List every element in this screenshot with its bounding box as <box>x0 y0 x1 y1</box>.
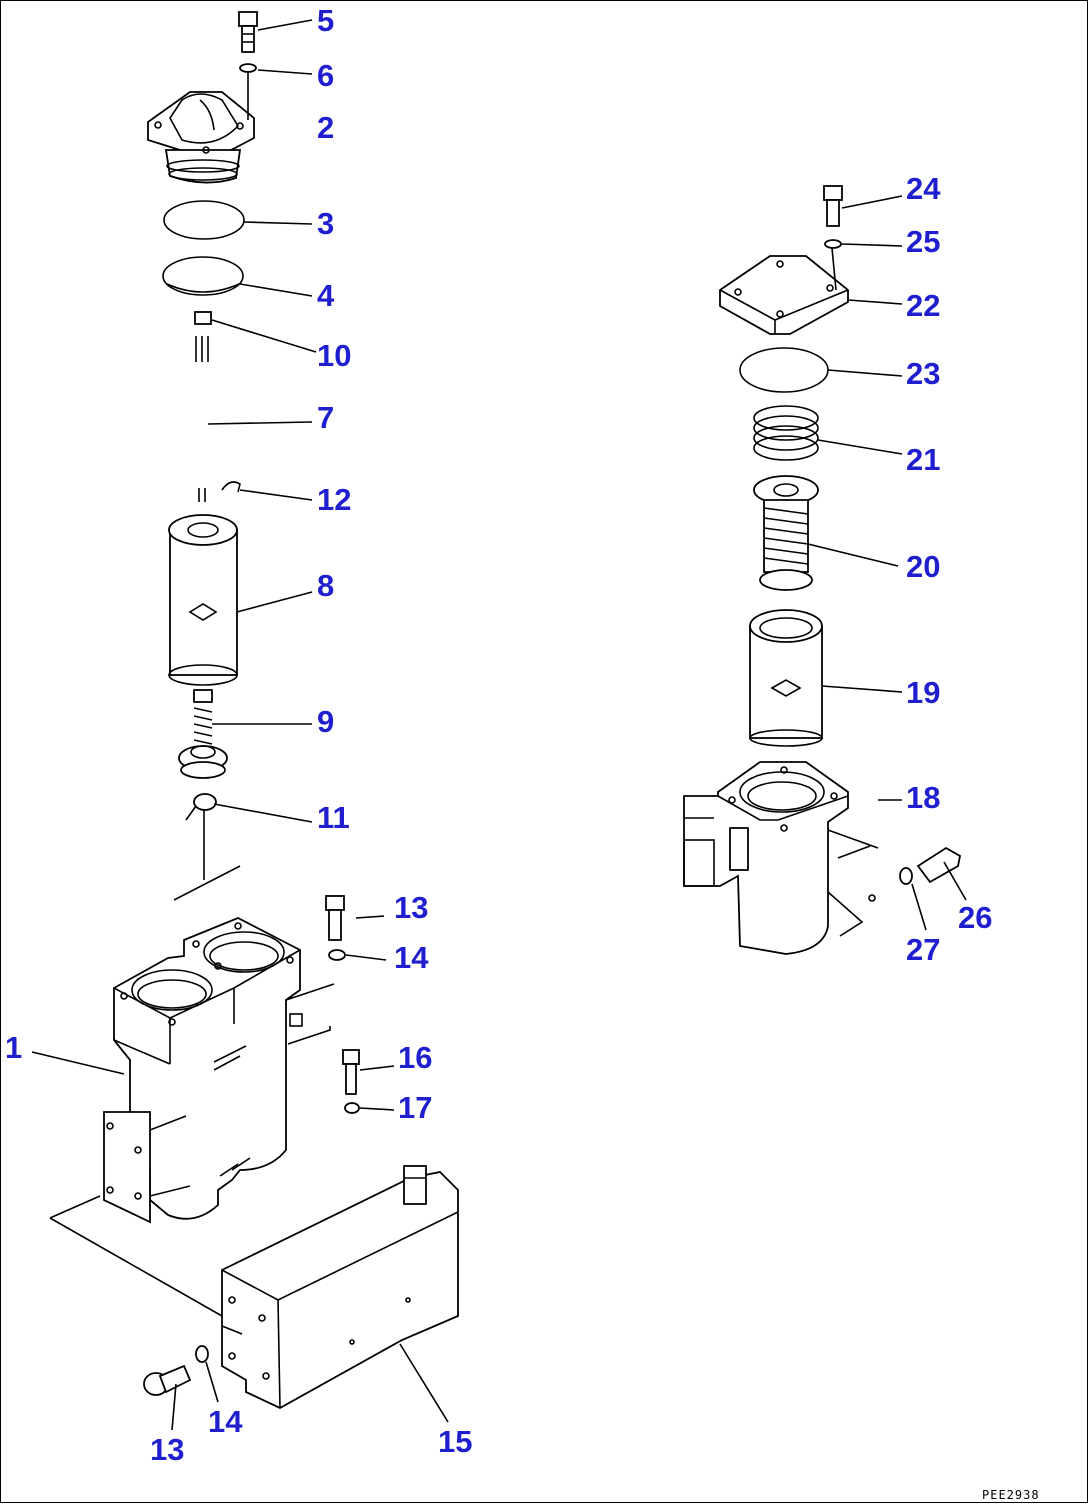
filter-case-18-drawing <box>683 761 879 955</box>
washer-14-lower-drawing <box>195 1345 209 1363</box>
washer-25-drawing <box>824 239 842 249</box>
callout-25: 25 <box>906 224 941 259</box>
callout-4: 4 <box>317 278 335 313</box>
callout-24: 24 <box>906 171 941 206</box>
bracket-15-drawing <box>49 1165 459 1410</box>
filter-element-19-drawing <box>749 609 823 747</box>
callout-10: 10 <box>317 338 352 373</box>
callout-18: 18 <box>906 780 941 815</box>
callout-14-lower: 14 <box>208 1404 243 1439</box>
callout-6: 6 <box>317 58 335 93</box>
part-12-drawing <box>198 481 241 502</box>
callout-3: 3 <box>317 206 335 241</box>
bolt-16-drawing <box>342 1049 360 1095</box>
callout-11: 11 <box>317 800 350 835</box>
callout-7: 7 <box>317 400 335 435</box>
spring-9-drawing <box>178 689 228 779</box>
callout-2: 2 <box>317 110 335 145</box>
bolt-13-lower-drawing <box>143 1364 192 1396</box>
callout-9: 9 <box>317 704 335 739</box>
callout-15: 15 <box>438 1424 473 1459</box>
valve-20-drawing <box>753 475 819 591</box>
callout-13: 13 <box>394 890 429 925</box>
filter-case-1-drawing <box>103 917 335 1224</box>
washer-17-drawing <box>344 1102 360 1114</box>
callout-26: 26 <box>958 900 993 935</box>
cover-2-drawing <box>147 91 255 184</box>
callout-27: 27 <box>906 932 941 967</box>
callout-17: 17 <box>398 1090 433 1125</box>
valve-10-drawing <box>194 311 212 362</box>
bolt-24-drawing <box>823 185 843 227</box>
drawing-code: PEE2938 <box>982 1488 1040 1502</box>
o-ring-23-drawing <box>739 347 829 393</box>
cover-22-drawing <box>719 255 849 335</box>
callout-16: 16 <box>398 1040 433 1075</box>
callout-23: 23 <box>906 356 941 391</box>
washer-14-drawing <box>328 949 346 961</box>
plug-26-drawing <box>916 846 962 884</box>
washer-6-drawing <box>239 63 257 73</box>
callout-20: 20 <box>906 549 941 584</box>
o-ring-4-drawing <box>162 256 244 296</box>
callout-1: 1 <box>5 1030 23 1065</box>
callout-19: 19 <box>906 675 941 710</box>
bolt-13-drawing <box>325 895 345 941</box>
filter-element-8-drawing <box>168 514 238 686</box>
washer-27-drawing <box>899 867 913 885</box>
part-11-drawing <box>173 793 241 901</box>
callout-13-lower: 13 <box>150 1432 185 1467</box>
callout-14: 14 <box>394 940 429 975</box>
spring-21-drawing <box>753 405 819 461</box>
callout-8: 8 <box>317 568 335 603</box>
callout-5: 5 <box>317 3 335 38</box>
callout-12: 12 <box>317 482 352 517</box>
bolt-5-drawing <box>238 11 258 53</box>
leader-lines <box>31 19 967 1431</box>
o-ring-3-drawing <box>163 200 245 240</box>
callout-22: 22 <box>906 288 941 323</box>
callout-21: 21 <box>906 442 941 477</box>
